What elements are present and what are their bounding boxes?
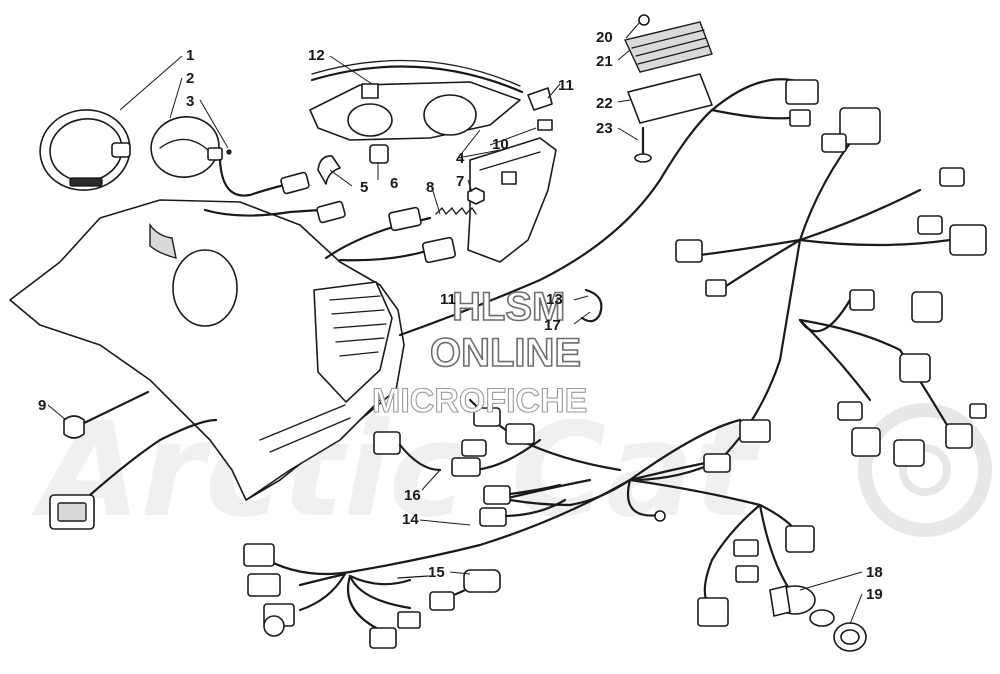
wheel-watermark-icon (858, 403, 992, 537)
callout-6: 6 (390, 175, 398, 192)
retaining-clip (580, 288, 603, 323)
callout-11-top: 11 (558, 77, 574, 94)
callout-5: 5 (360, 179, 368, 196)
callout-7: 7 (456, 173, 464, 190)
callout-4: 4 (456, 150, 465, 167)
main-wiring-harness (348, 78, 952, 606)
brand-watermark: Arctic Cat (31, 394, 761, 546)
headlight-housing (467, 137, 557, 263)
callout-10: 10 (492, 136, 509, 153)
callout-22: 22 (596, 95, 613, 112)
callout-18: 18 (866, 564, 883, 581)
callout-2: 2 (186, 70, 194, 87)
callout-21: 21 (596, 53, 613, 70)
callout-19: 19 (866, 586, 883, 603)
gauge-bezel (150, 116, 232, 178)
front-fender-panel (9, 199, 405, 501)
watermark-hlsm: HLSM (452, 285, 565, 329)
ignition-switch (769, 585, 867, 652)
callout-11-mid: 11 (440, 291, 456, 308)
speedometer-gauge (39, 109, 131, 191)
callout-12: 12 (308, 47, 325, 64)
headlight-bulb (317, 144, 389, 185)
watermark-microfiche: MICROFICHE (372, 382, 587, 420)
callout-9: 9 (38, 397, 46, 414)
voltage-regulator (624, 14, 713, 163)
callout-1: 1 (186, 47, 194, 64)
leader-lines (47, 21, 863, 625)
callout-23: 23 (596, 120, 613, 137)
clip-bracket (527, 87, 553, 131)
callout-17: 17 (544, 317, 561, 334)
lower-harness (243, 543, 501, 649)
callout-3: 3 (186, 93, 194, 110)
callout-15: 15 (428, 564, 445, 581)
mounting-bolt (63, 390, 150, 439)
callout-20: 20 (596, 29, 613, 46)
side-connector (49, 418, 218, 530)
headlight-bracket (309, 59, 524, 141)
callout-8: 8 (426, 179, 434, 196)
callout-16: 16 (404, 487, 421, 504)
callout-14: 14 (402, 511, 419, 528)
gauge-harness (203, 158, 456, 264)
sub-harness-connectors (373, 407, 567, 527)
watermark-online: ONLINE (430, 331, 581, 375)
callout-13: 13 (546, 291, 563, 308)
harness-connectors (654, 79, 987, 627)
